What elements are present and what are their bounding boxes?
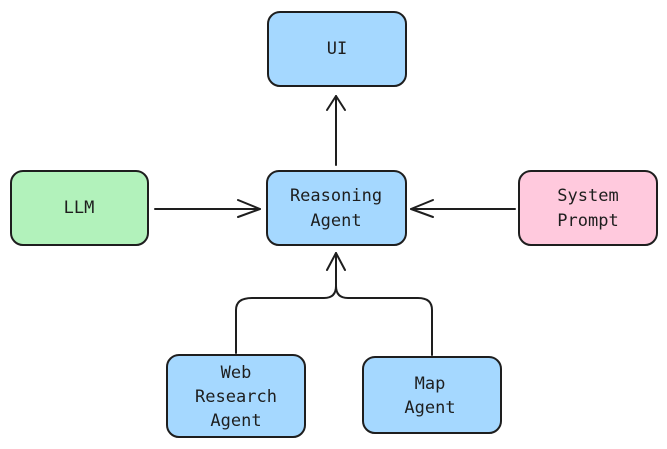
node-reasoning-agent-box	[266, 170, 407, 246]
node-reasoning-agent-label-line1: Reasoning	[290, 186, 382, 206]
edges	[154, 95, 516, 356]
node-web-research-agent: Web Research Agent	[166, 354, 306, 438]
node-reasoning-agent: Reasoning Agent	[266, 170, 407, 246]
node-web-research-agent-label-line3: Agent	[210, 411, 261, 431]
edge-map-to-reasoning	[335, 285, 433, 356]
arrowhead-llm	[237, 199, 261, 218]
arrowhead-prompt	[410, 199, 434, 218]
node-llm: LLM	[10, 170, 149, 246]
node-system-prompt-label-line1: System	[557, 186, 618, 206]
node-map-agent-box	[362, 356, 502, 434]
node-system-prompt-box	[518, 170, 658, 246]
node-system-prompt: System Prompt	[518, 170, 658, 246]
node-system-prompt-label-line2: Prompt	[557, 211, 618, 231]
node-llm-label: LLM	[64, 198, 95, 218]
node-web-research-agent-label-line1: Web	[221, 363, 252, 383]
node-ui: UI	[267, 11, 407, 87]
node-ui-box	[267, 11, 407, 87]
arrowhead-reasoning-bottom	[326, 252, 346, 271]
node-map-agent-label-line1: Map	[415, 374, 446, 394]
edge-web-to-reasoning	[235, 252, 337, 354]
node-reasoning-agent-label-line2: Agent	[310, 211, 361, 231]
node-web-research-agent-label-line2: Research	[195, 387, 277, 407]
node-web-research-agent-box	[166, 354, 306, 438]
node-llm-box	[10, 170, 149, 246]
arrowhead-ui	[326, 95, 346, 111]
node-map-agent-label-line2: Agent	[404, 398, 455, 418]
node-map-agent: Map Agent	[362, 356, 502, 434]
node-ui-label: UI	[327, 39, 347, 59]
